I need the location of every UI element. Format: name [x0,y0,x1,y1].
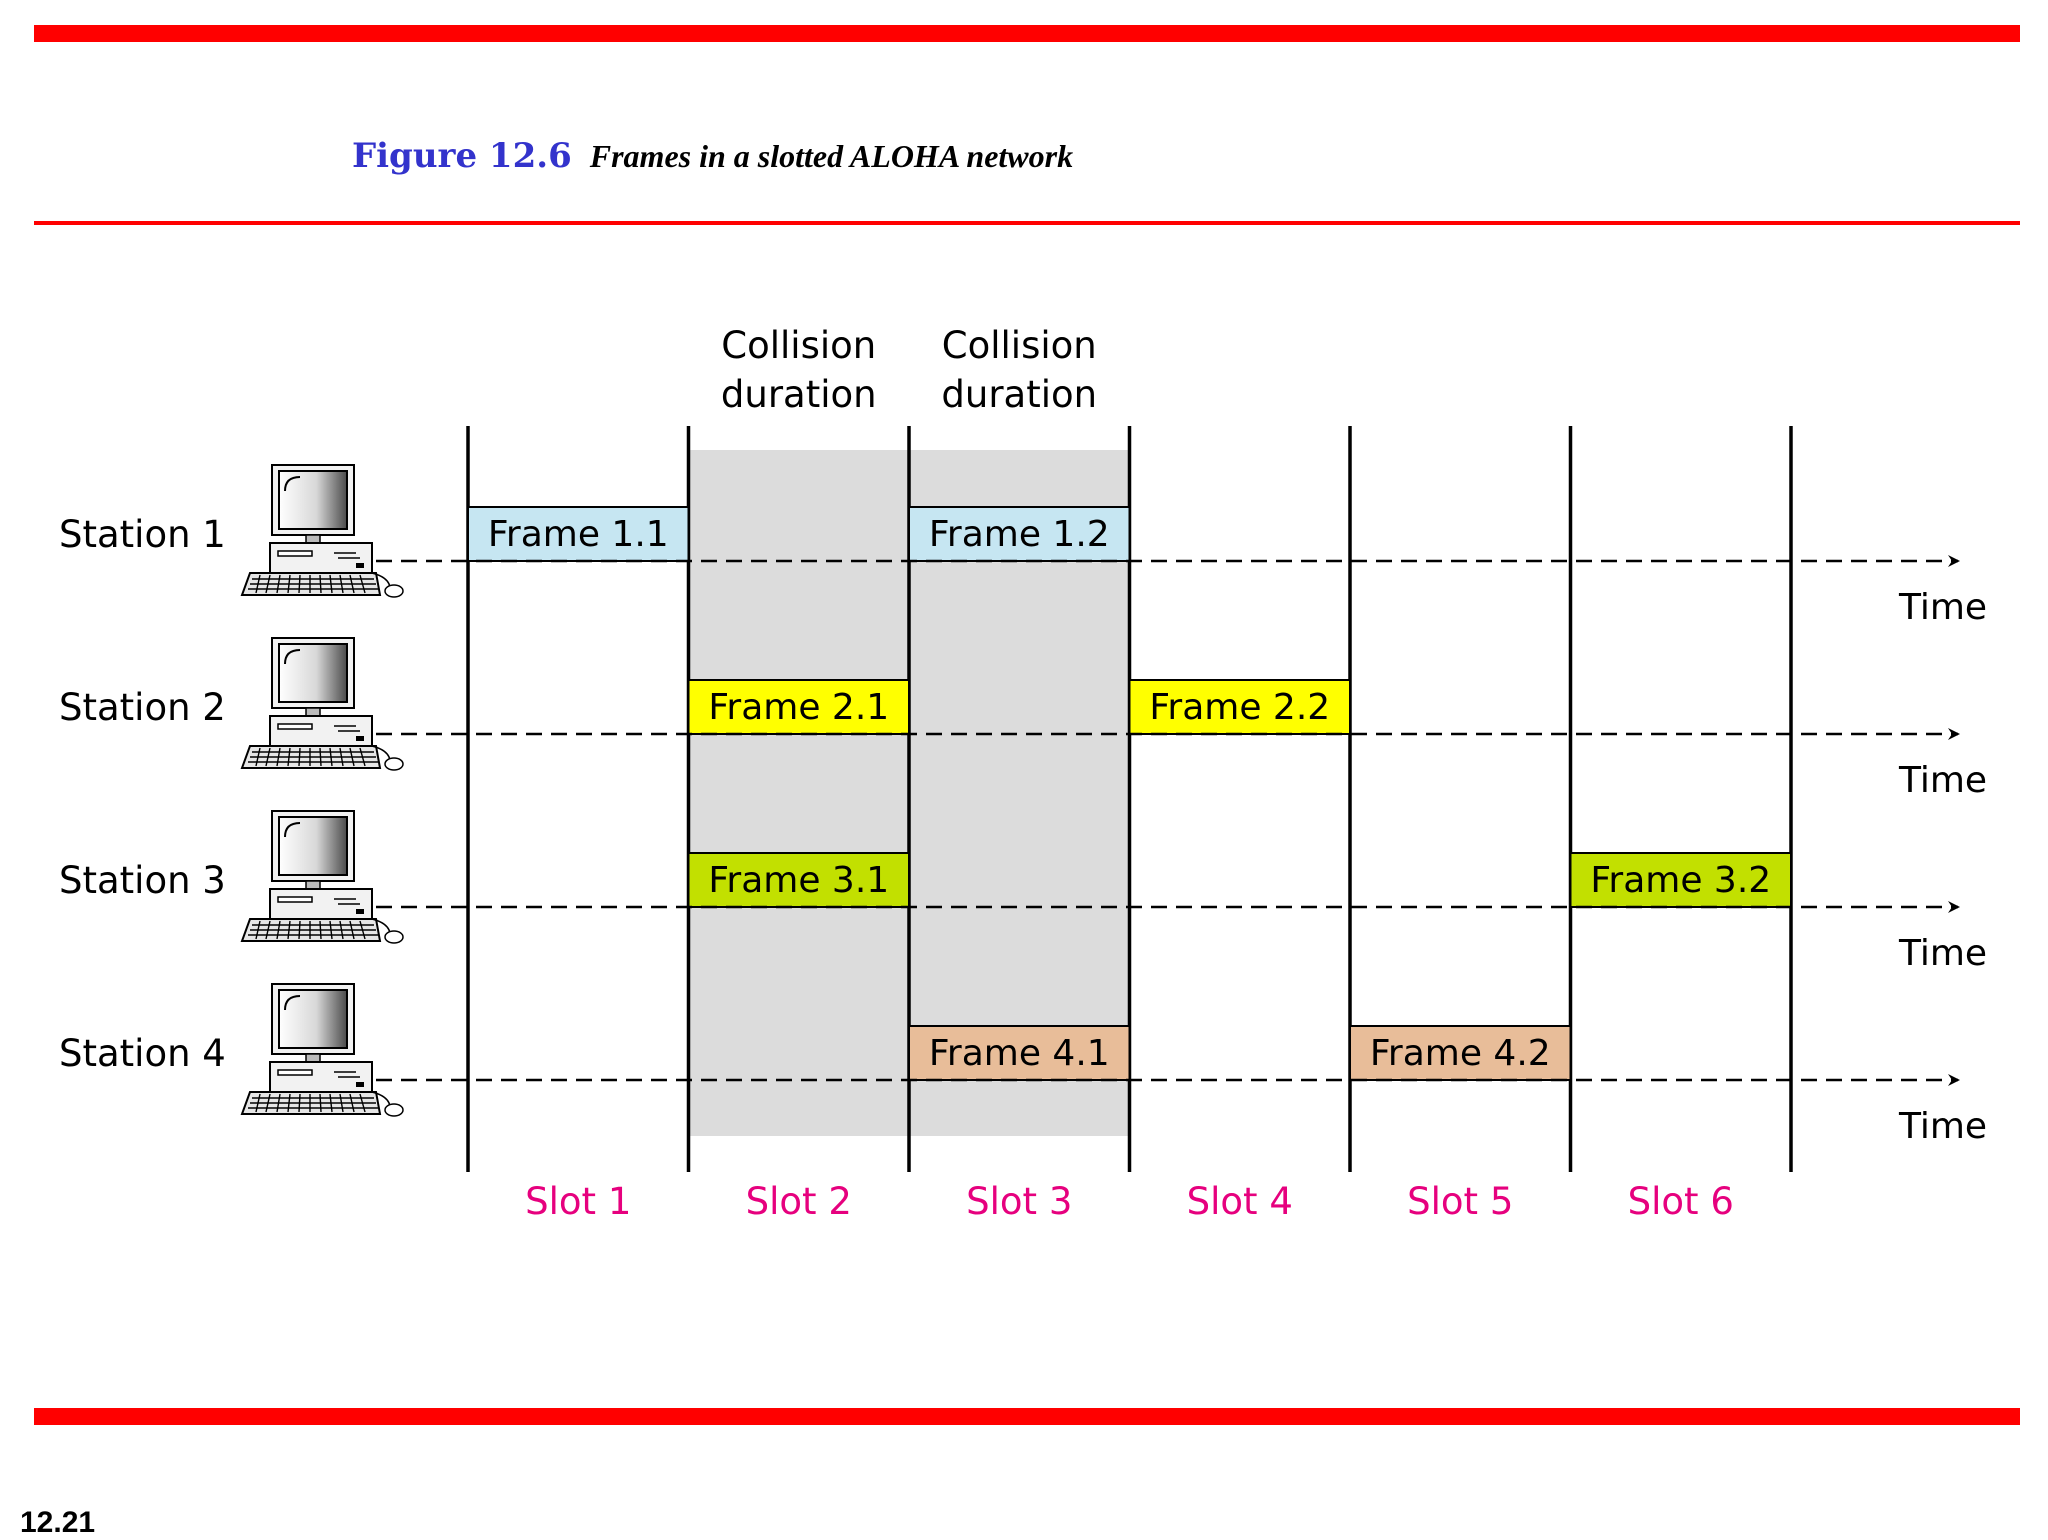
station-label: Station 2 [59,686,226,729]
frame-box: Frame 1.1 [467,506,690,562]
frame-label: Frame 1.2 [929,514,1110,555]
collision-labels: Collision duration Collision duration [721,324,1097,416]
frame-label: Frame 3.1 [708,860,889,901]
frame-box: Frame 3.2 [1569,852,1792,908]
slot-labels: Slot 1 Slot 2 Slot 3 Slot 4 Slot 5 Slot 6 [525,1180,1734,1223]
page-number: 12.21 [20,1506,96,1539]
frame-label: Frame 2.2 [1149,687,1330,728]
frame-box: Frame 4.2 [1349,1025,1572,1081]
figure-number: Figure 12.6 [352,136,572,176]
frame-box: Frame 2.2 [1128,679,1351,735]
time-label: Time [1898,933,1987,974]
station-label: Station 3 [59,859,226,902]
slot-label: Slot 2 [746,1180,852,1223]
slot-label: Slot 3 [966,1180,1072,1223]
frame-box: Frame 3.1 [687,852,910,908]
figure-title: Figure 12.6 Frames in a slotted ALOHA net… [352,136,1073,176]
frame-box: Frame 1.2 [908,506,1131,562]
collision-label-line1: Collision [721,324,876,367]
collision-label-line2: duration [941,373,1097,416]
desktop-computer-icon [241,810,404,944]
frame-rect [1128,679,1351,735]
frame-label: Frame 3.2 [1590,860,1771,901]
frame-label: Frame 2.1 [708,687,889,728]
frame-rect [687,679,910,735]
slot-label: Slot 1 [525,1180,631,1223]
frame-rect [687,852,910,908]
frame-rect [1569,852,1792,908]
desktop-computer-icon [241,464,404,598]
time-label: Time [1898,760,1987,801]
frame-box: Frame 2.1 [687,679,910,735]
time-label: Time [1898,587,1987,628]
frame-label: Frame 1.1 [488,514,669,555]
top-red-rule [34,25,2020,42]
desktop-computer-icon [241,983,404,1117]
desktop-computer-icon [241,637,404,771]
frame-box: Frame 4.1 [908,1025,1131,1081]
slot-label: Slot 5 [1407,1180,1513,1223]
frame-rect [908,1025,1131,1081]
collision-label-line1: Collision [942,324,1097,367]
header-underline-rule [34,221,2020,225]
frame-label: Frame 4.1 [929,1033,1110,1074]
slot-label: Slot 4 [1187,1180,1293,1223]
station-label: Station 4 [59,1032,226,1075]
bottom-red-rule [34,1408,2020,1425]
figure-caption: Frames in a slotted ALOHA network [589,138,1074,174]
frame-rect [467,506,690,562]
frame-rect [908,506,1131,562]
station-label: Station 1 [59,513,226,556]
collision-label-line2: duration [721,373,877,416]
slotted-aloha-diagram: Collision duration Collision duration Frame… [59,324,1987,1223]
frame-label: Frame 4.2 [1370,1033,1551,1074]
slot-label: Slot 6 [1628,1180,1734,1223]
time-label: Time [1898,1106,1987,1147]
